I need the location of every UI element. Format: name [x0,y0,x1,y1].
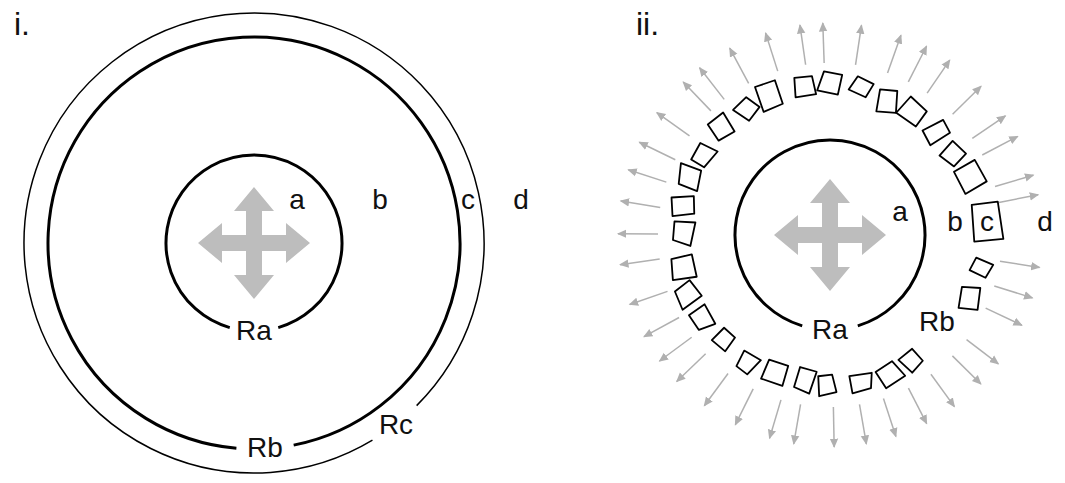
escape-arrow [644,317,679,336]
escape-arrow [657,113,690,136]
panel-label: ii. [636,8,659,40]
escape-arrow [883,398,895,436]
escape-arrow [766,33,778,71]
region-label: Rc [379,411,413,439]
region-label: a [892,198,908,226]
shell-fragment [959,287,981,310]
shell-fragment [940,141,967,167]
shell-fragment [689,304,715,330]
escape-arrow [620,259,660,265]
outer-shell [24,13,484,473]
shell-fragment [794,76,816,97]
shell-fragment [970,258,994,278]
escape-arrow [639,142,675,159]
escape-arrow [999,195,1038,203]
escape-arrow [683,82,711,111]
escape-arrow [952,356,980,384]
escape-arrow [833,407,835,447]
escape-arrow [1000,261,1040,267]
escape-arrow [967,340,999,364]
escape-arrow [888,35,901,73]
escape-arrow [986,308,1022,325]
region-label: b [372,186,388,214]
escape-arrow [931,374,954,406]
inner-membrane [166,155,342,328]
shell-fragment [761,360,788,386]
region-label: d [513,186,529,214]
shell-fragment [691,143,717,167]
escape-arrow [704,374,728,406]
region-label: Ra [812,316,848,344]
escape-arrow [927,60,950,93]
shell-fragment [876,89,897,113]
region-label: a [289,186,305,214]
escape-arrow [800,25,806,65]
region-label: Rb [919,308,955,336]
shell-fragment [671,254,696,280]
escape-arrow [995,175,1033,186]
shell-fragment [733,97,760,121]
escape-arrow [794,404,801,443]
escape-arrow [994,286,1032,298]
escape-arrow [660,337,692,361]
escape-arrow [730,48,749,83]
escape-arrow [770,400,781,438]
shell-fragment [876,361,906,388]
escape-arrow [856,25,862,65]
shell-fragment [672,196,695,216]
panel-label: i. [14,8,30,40]
escape-arrow [972,116,1005,138]
shell-fragment [972,202,1004,242]
escape-arrow [677,354,706,382]
shell-fragment [673,221,695,246]
expansion-arrows [774,179,886,291]
shell-fragment [675,280,702,310]
escape-arrow [628,170,666,182]
region-label: c [980,208,994,236]
escape-arrow [823,23,824,63]
shell-fragment [817,71,842,94]
region-label: d [1037,208,1053,236]
shell-fragment [849,76,874,97]
shell-fragment [712,328,735,352]
escape-arrow [859,404,866,443]
escape-arrow [618,233,658,235]
shell-fragment [755,80,783,112]
escape-arrow [630,291,668,304]
shell-fragment [708,113,735,141]
region-label: b [947,208,963,236]
escape-arrow [908,388,926,424]
shell-fragment [679,163,701,191]
shell-fragment [896,97,927,127]
shell-fragment [898,349,922,373]
escape-arrow [621,201,660,207]
escape-arrow [953,86,982,114]
escape-arrow [735,389,753,425]
escape-arrow [908,46,926,82]
shell-fragment [954,160,987,194]
inner-membrane [735,140,925,326]
escape-arrow [982,136,1017,155]
escape-arrow [700,68,725,100]
shell-fragment [923,120,950,145]
expansion-arrows [198,187,310,299]
shell-fragment [849,373,871,394]
shell-fragment [794,367,817,394]
shell-fragment [736,351,760,375]
shell-fragment [818,375,836,397]
region-label: Rb [247,434,283,462]
region-label: Ra [236,317,272,345]
middle-shell [48,37,460,448]
region-label: c [461,186,475,214]
